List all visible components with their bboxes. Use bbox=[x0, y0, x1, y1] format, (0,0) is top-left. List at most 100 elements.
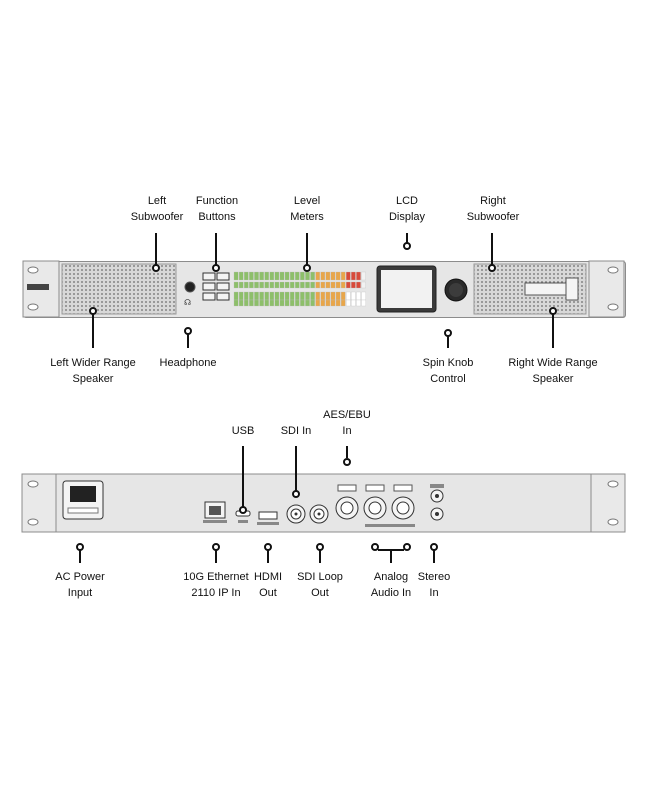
meter-segment bbox=[351, 299, 356, 307]
meter-segment bbox=[351, 271, 356, 281]
label-level-meters: Level Meters bbox=[290, 195, 324, 223]
hdmi-port bbox=[257, 511, 279, 525]
meter-segment bbox=[361, 281, 366, 289]
meter-segment bbox=[315, 291, 320, 301]
meter-segment bbox=[356, 299, 361, 307]
meter-segment bbox=[361, 271, 366, 281]
meter-segment bbox=[238, 291, 244, 301]
meter-segment bbox=[300, 299, 305, 307]
meter-segment bbox=[284, 291, 290, 301]
rear-panel bbox=[21, 473, 626, 533]
meter-segment bbox=[233, 291, 239, 301]
meter-segment bbox=[325, 271, 331, 281]
meter-segment bbox=[295, 299, 300, 307]
meter-segment bbox=[300, 291, 305, 301]
meter-segment bbox=[244, 291, 249, 301]
meter-segment bbox=[289, 299, 295, 307]
meter-segment bbox=[289, 271, 295, 281]
label-analog-audio-in: Analog Audio In bbox=[370, 571, 412, 599]
meter-segment bbox=[249, 271, 254, 281]
sdi-loop-connector bbox=[309, 504, 329, 524]
stereo-rca-connectors bbox=[430, 484, 444, 521]
meter-segment bbox=[233, 299, 239, 307]
xlr-connectors bbox=[335, 484, 415, 527]
front-rack-ears bbox=[22, 260, 625, 318]
meter-segment bbox=[310, 299, 315, 307]
label-left-subwoofer: Left Subwoofer bbox=[130, 195, 184, 223]
meter-segment bbox=[233, 271, 239, 281]
ac-power-inlet bbox=[62, 480, 104, 520]
meter-segment bbox=[264, 281, 269, 289]
meter-segment bbox=[254, 271, 259, 281]
meter-segment bbox=[279, 271, 285, 281]
meter-segment bbox=[264, 271, 269, 281]
meter-segment bbox=[284, 271, 290, 281]
meter-segment bbox=[310, 271, 315, 281]
meter-segment bbox=[330, 291, 336, 301]
meter-segment bbox=[295, 281, 300, 289]
meter-segment bbox=[254, 281, 259, 289]
meter-segment bbox=[335, 281, 341, 289]
meter-segment bbox=[295, 271, 300, 281]
meter-segment bbox=[305, 271, 310, 281]
meter-segment bbox=[238, 281, 244, 289]
meter-segment bbox=[274, 299, 280, 307]
meter-segment bbox=[351, 291, 356, 301]
meter-segment bbox=[279, 291, 285, 301]
meter-segment bbox=[289, 281, 295, 289]
meter-segment bbox=[325, 299, 331, 307]
label-spin-knob-control: Spin Knob Control bbox=[422, 357, 474, 385]
meter-segment bbox=[264, 291, 269, 301]
meter-segment bbox=[325, 281, 331, 289]
label-hdmi-out: HDMI Out bbox=[253, 571, 283, 599]
spin-knob bbox=[444, 278, 468, 302]
meter-segment bbox=[300, 281, 305, 289]
meter-segment bbox=[346, 271, 351, 281]
label-stereo-in: Stereo In bbox=[417, 571, 451, 599]
meter-segment bbox=[315, 281, 320, 289]
meter-segment bbox=[254, 291, 259, 301]
label-left-wider-range-speaker: Left Wider Range Speaker bbox=[50, 357, 136, 385]
meter-segment bbox=[356, 291, 361, 301]
meter-segment bbox=[320, 271, 326, 281]
svg-text:☊: ☊ bbox=[184, 298, 191, 307]
meter-segment bbox=[340, 271, 346, 281]
meter-segment bbox=[238, 271, 244, 281]
meter-segment bbox=[259, 271, 264, 281]
meter-segment bbox=[289, 291, 295, 301]
label-10g-ethernet: 10G Ethernet 2110 IP In bbox=[183, 571, 249, 599]
meter-segment bbox=[279, 281, 285, 289]
meter-segment bbox=[346, 299, 351, 307]
meter-segment bbox=[330, 281, 336, 289]
meter-segment bbox=[249, 281, 254, 289]
label-sdi-loop-out: SDI Loop Out bbox=[297, 571, 343, 599]
headphone-jack: ☊ bbox=[184, 281, 196, 307]
sdi-in-connector bbox=[286, 504, 306, 524]
callouts bbox=[76, 233, 557, 563]
meter-segment bbox=[335, 271, 341, 281]
meter-segment bbox=[320, 299, 326, 307]
meter-segment bbox=[320, 281, 326, 289]
meter-segment bbox=[325, 291, 331, 301]
meter-segment bbox=[340, 281, 346, 289]
ethernet-port bbox=[203, 501, 227, 523]
meter-segment bbox=[305, 291, 310, 301]
function-buttons bbox=[202, 272, 230, 301]
meter-segment bbox=[274, 281, 280, 289]
label-sdi-in: SDI In bbox=[280, 425, 312, 437]
meter-segment bbox=[269, 299, 275, 307]
label-usb: USB bbox=[231, 425, 255, 437]
meter-segment bbox=[269, 271, 275, 281]
label-lcd-display: LCD Display bbox=[388, 195, 426, 223]
meter-segment bbox=[361, 299, 366, 307]
meter-segment bbox=[274, 291, 280, 301]
meter-segment bbox=[315, 299, 320, 307]
meter-segment bbox=[259, 281, 264, 289]
meter-segment bbox=[264, 299, 269, 307]
meter-segment bbox=[335, 299, 341, 307]
meter-segment bbox=[244, 271, 249, 281]
meter-segment bbox=[238, 299, 244, 307]
meter-segment bbox=[356, 271, 361, 281]
meter-segment bbox=[279, 299, 285, 307]
